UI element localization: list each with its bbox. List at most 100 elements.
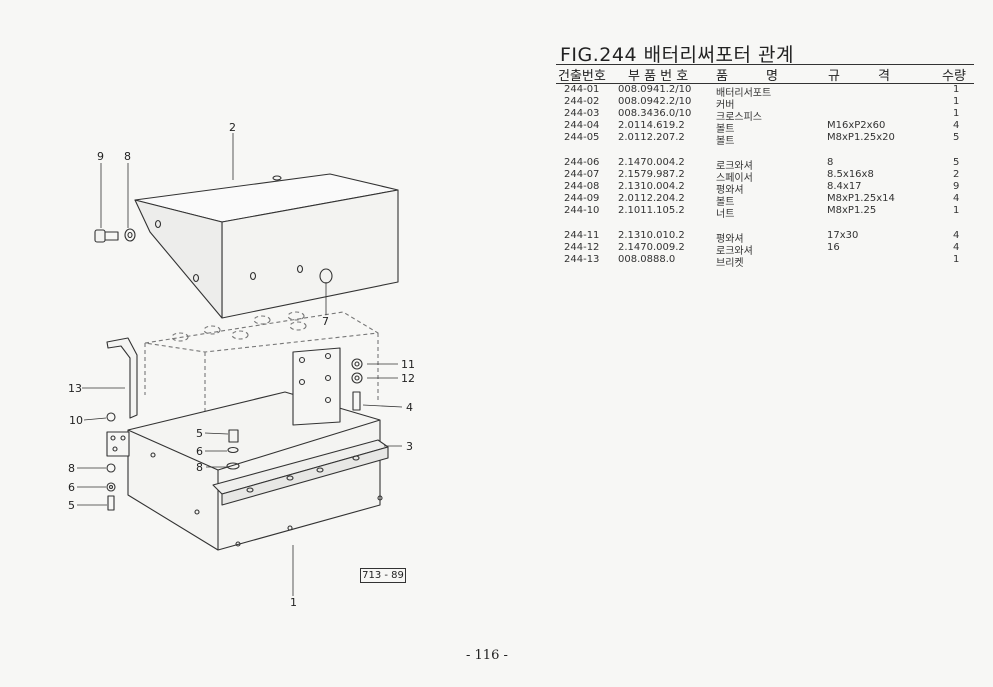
cell-ref: 244-12 <box>564 242 600 253</box>
cell-qty: 4 <box>953 120 960 131</box>
cell-name: 브리켓 <box>716 258 744 269</box>
callout-1: 1 <box>290 596 297 609</box>
cell-ref: 244-06 <box>564 157 600 168</box>
cell-ref: 244-10 <box>564 205 600 216</box>
callout-5a: 5 <box>196 427 203 440</box>
callout-2: 2 <box>229 121 236 134</box>
header-spec-a: 규 <box>828 69 840 84</box>
cell-part: 2.1310.010.2 <box>618 230 685 241</box>
callout-6b: 6 <box>68 481 75 494</box>
cell-spec: 8.4x17 <box>827 181 862 192</box>
table-row: 244-13 008.0888.0 브리켓 1 <box>0 254 993 269</box>
callout-11: 11 <box>401 358 415 371</box>
cell-part: 2.1310.004.2 <box>618 181 685 192</box>
table-row: 244-01 008.0941.2/10 배터리서포트 1 <box>0 84 993 99</box>
crosspiece-part <box>212 439 389 506</box>
cell-spec: M8xP1.25x14 <box>827 193 895 204</box>
table-row: 244-09 2.0112.204.2 볼트 M8xP1.25x14 4 <box>0 193 993 208</box>
bolt-part-9 <box>94 228 136 243</box>
cell-name: 로크와셔 <box>716 161 753 172</box>
cell-qty: 5 <box>953 132 960 143</box>
table-row: 244-08 2.1310.004.2 평와셔 8.4x17 9 <box>0 181 993 196</box>
cell-ref: 244-01 <box>564 84 600 95</box>
cell-spec: 17x30 <box>827 230 859 241</box>
cell-part: 2.1011.105.2 <box>618 205 685 216</box>
header-name-a: 품 <box>716 69 728 84</box>
hardware-left <box>106 412 116 511</box>
cell-ref: 244-13 <box>564 254 600 265</box>
cell-part: 2.1579.987.2 <box>618 169 685 180</box>
leader-lines <box>77 133 403 596</box>
cell-qty: 1 <box>953 254 960 265</box>
battery-phantom <box>144 311 379 422</box>
header-part: 부 품 번 호 <box>628 69 689 84</box>
cell-qty: 4 <box>953 193 960 204</box>
cell-name: 볼트 <box>716 124 735 135</box>
callout-8b: 8 <box>196 461 203 474</box>
header-spec-b: 격 <box>878 69 890 84</box>
cell-qty: 1 <box>953 205 960 216</box>
header-rule <box>556 83 974 84</box>
cell-part: 2.0112.204.2 <box>618 193 685 204</box>
cell-ref: 244-08 <box>564 181 600 192</box>
callout-9: 9 <box>97 150 104 163</box>
cell-qty: 1 <box>953 96 960 107</box>
callout-7: 7 <box>322 315 329 328</box>
hardware-center <box>226 429 240 470</box>
table-row: 244-06 2.1470.004.2 로크와셔 8 5 <box>0 157 993 172</box>
cell-qty: 1 <box>953 84 960 95</box>
bracket-part-13 <box>106 337 138 419</box>
cell-name: 평와셔 <box>716 185 744 196</box>
cell-qty: 5 <box>953 157 960 168</box>
cell-ref: 244-02 <box>564 96 600 107</box>
cell-name: 평와셔 <box>716 234 744 245</box>
cell-qty: 9 <box>953 181 960 192</box>
table-row: 244-03 008.3436.0/10 크로스피스 1 <box>0 108 993 123</box>
cell-ref: 244-05 <box>564 132 600 143</box>
cell-part: 008.0942.2/10 <box>618 96 692 107</box>
cell-qty: 4 <box>953 242 960 253</box>
cell-spec: M8xP1.25 <box>827 205 877 216</box>
header-name-b: 명 <box>766 69 778 84</box>
cell-spec: M16xP2x60 <box>827 120 886 131</box>
cell-qty: 2 <box>953 169 960 180</box>
cell-qty: 4 <box>953 230 960 241</box>
title-rule <box>556 64 974 65</box>
side-plate <box>106 431 130 457</box>
callout-8a: 8 <box>124 150 131 163</box>
cell-name: 로크와셔 <box>716 246 753 257</box>
table-header: 건출번호 부 품 번 호 품 명 규 격 수량 <box>0 65 993 84</box>
cell-spec: 8 <box>827 157 834 168</box>
drawing-ref-code: 713 - 89 <box>360 568 406 583</box>
cell-name: 너트 <box>716 209 735 220</box>
table-row: 244-10 2.1011.105.2 너트 M8xP1.25 1 <box>0 205 993 220</box>
callout-10: 10 <box>69 414 83 427</box>
figure-title: FIG.244 배터리써포터 관계 <box>560 44 794 66</box>
table-row: 244-07 2.1579.987.2 스페이서 8.5x16x8 2 <box>0 169 993 184</box>
cell-part: 2.0112.207.2 <box>618 132 685 143</box>
cell-ref: 244-07 <box>564 169 600 180</box>
cell-ref: 244-11 <box>564 230 600 241</box>
callout-8c: 8 <box>68 462 75 475</box>
cell-spec: M8xP1.25x20 <box>827 132 895 143</box>
upright-bracket <box>292 347 341 426</box>
callout-12: 12 <box>401 372 415 385</box>
cell-name: 볼트 <box>716 197 735 208</box>
cell-part: 2.1470.009.2 <box>618 242 685 253</box>
callout-6a: 6 <box>196 445 203 458</box>
battery-support-part <box>127 391 383 551</box>
header-ref: 건출번호 <box>558 69 606 84</box>
header-qty: 수량 <box>942 69 966 84</box>
table-row: 244-02 008.0942.2/10 커버 1 <box>0 96 993 111</box>
table-row: 244-12 2.1470.009.2 로크와셔 16 4 <box>0 242 993 257</box>
cell-spec: 16 <box>827 242 840 253</box>
cell-qty: 1 <box>953 108 960 119</box>
callout-5b: 5 <box>68 499 75 512</box>
cell-name: 배터리서포트 <box>716 88 772 99</box>
cell-part: 2.1470.004.2 <box>618 157 685 168</box>
cell-part: 008.0888.0 <box>618 254 676 265</box>
callout-3: 3 <box>406 440 413 453</box>
callout-13: 13 <box>68 382 82 395</box>
cover-part <box>134 173 399 319</box>
